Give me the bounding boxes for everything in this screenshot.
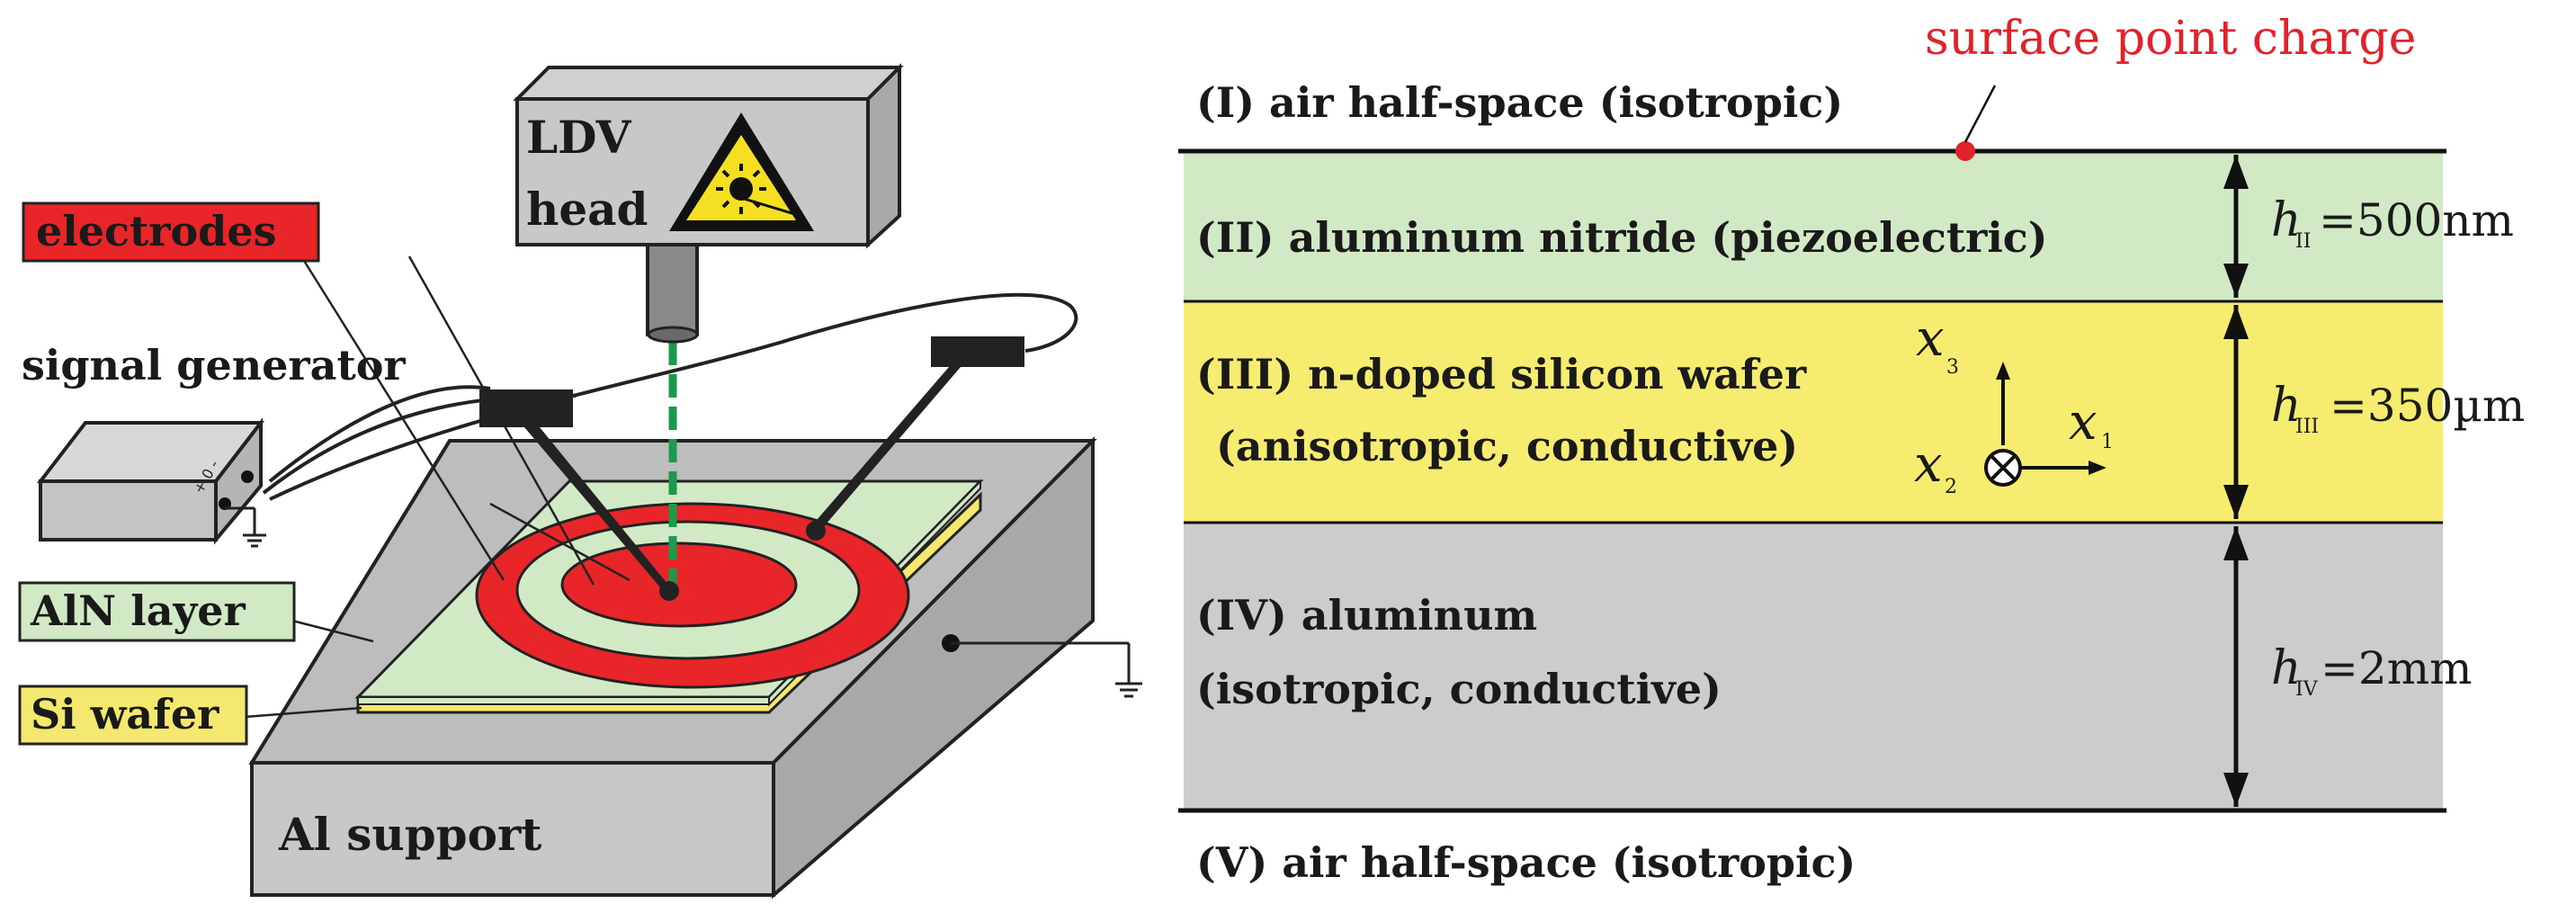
probe-right	[806, 336, 1024, 541]
layer-III-label-line2: (anisotropic, conductive)	[1216, 422, 1798, 470]
layer-V-label: (V) air half-space (isotropic)	[1196, 838, 1856, 887]
svg-text:IV: IV	[2295, 678, 2319, 701]
coordinate-axes: x 3 x 1 x 2	[1914, 309, 2114, 498]
svg-text:=500nm: =500nm	[2319, 194, 2514, 246]
surface-point-charge	[1955, 141, 1975, 161]
leader-lines	[244, 255, 631, 719]
aln-label-box: AlN layer	[18, 581, 296, 642]
al-support-label: Al support	[278, 808, 541, 861]
signal-generator-box: + 0 -	[36, 417, 266, 548]
svg-text:=2mm: =2mm	[2321, 642, 2473, 694]
svg-text:2: 2	[1945, 476, 1957, 498]
thickness-arrow-III	[2223, 305, 2249, 519]
x2-axis-label: x	[1914, 435, 1943, 494]
thickness-arrow-IV	[2223, 526, 2249, 807]
x3-axis-label: x	[1916, 309, 1945, 368]
ldv-head: LDV head	[513, 63, 904, 344]
svg-text:1: 1	[2101, 431, 2114, 453]
si-wafer-label: Si wafer	[31, 690, 219, 738]
svg-text:h: h	[2271, 641, 2302, 695]
layer-I-label: (I) air half-space (isotropic)	[1196, 78, 1843, 127]
layer-IV-band	[1184, 523, 2443, 810]
x1-axis-label: x	[2069, 393, 2097, 452]
thickness-label-III: h III =350µm	[2271, 379, 2525, 438]
ldv-label-line2: head	[526, 183, 648, 236]
surface-point-charge-label: surface point charge	[1925, 12, 2416, 66]
svg-text:=350µm: =350µm	[2330, 380, 2525, 432]
setup-illustration: + 0 -	[18, 63, 1142, 900]
aln-layer-label: AlN layer	[30, 586, 246, 635]
thickness-label-IV: h IV =2mm	[2271, 641, 2473, 701]
thickness-label-II: h II =500nm	[2271, 193, 2514, 253]
support-ground	[942, 634, 1142, 698]
ldv-label-line1: LDV	[526, 111, 632, 164]
svg-text:h: h	[2271, 379, 2302, 433]
layer-II-label: (II) aluminum nitride (piezoelectric)	[1196, 213, 2048, 262]
svg-text:3: 3	[1946, 356, 1959, 379]
electrodes-label: electrodes	[36, 207, 277, 255]
svg-text:h: h	[2271, 193, 2302, 247]
layer-III-label-line1: (III) n-doped silicon wafer	[1196, 350, 1807, 398]
electrodes-label-box: electrodes	[22, 201, 320, 263]
layer-IV-label-line1: (IV) aluminum	[1196, 591, 1537, 640]
electrode-rings	[475, 502, 910, 689]
layer-IV-label-line2: (isotropic, conductive)	[1196, 665, 1722, 713]
svg-text:III: III	[2295, 416, 2319, 438]
si-label-box: Si wafer	[18, 685, 248, 746]
svg-text:II: II	[2295, 230, 2311, 253]
layer-stack-diagram: surface point charge (I) air half-space …	[1178, 12, 2525, 887]
layer-III-band	[1184, 301, 2443, 523]
signal-cables	[262, 292, 1078, 501]
thickness-arrow-II	[2223, 155, 2249, 298]
signal-generator-label: signal generator	[22, 341, 406, 389]
